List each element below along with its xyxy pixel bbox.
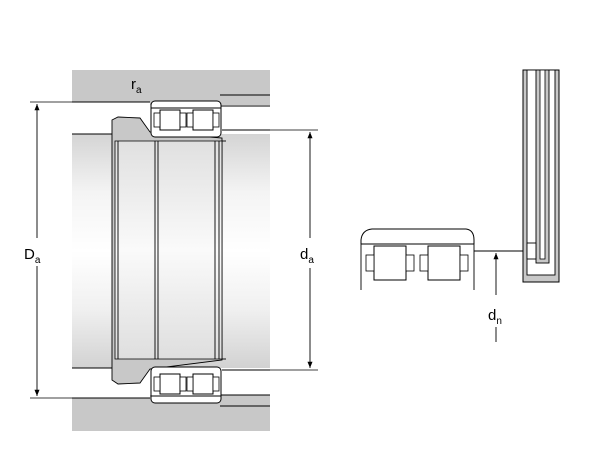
- label-ra: ra: [131, 76, 142, 96]
- end-cover: [522, 69, 560, 283]
- housing-top: [72, 70, 270, 107]
- roller-row-top: [150, 100, 222, 138]
- label-dn: dn: [488, 307, 502, 327]
- da-outer-dimension: [30, 101, 72, 399]
- roller-row-bottom: [150, 366, 222, 404]
- label-da: da: [300, 246, 314, 266]
- label-Da: Da: [24, 246, 41, 266]
- da-shoulder-dimension: [270, 129, 318, 371]
- inner-ring: [111, 116, 226, 385]
- bearing-section-detail: [360, 228, 540, 290]
